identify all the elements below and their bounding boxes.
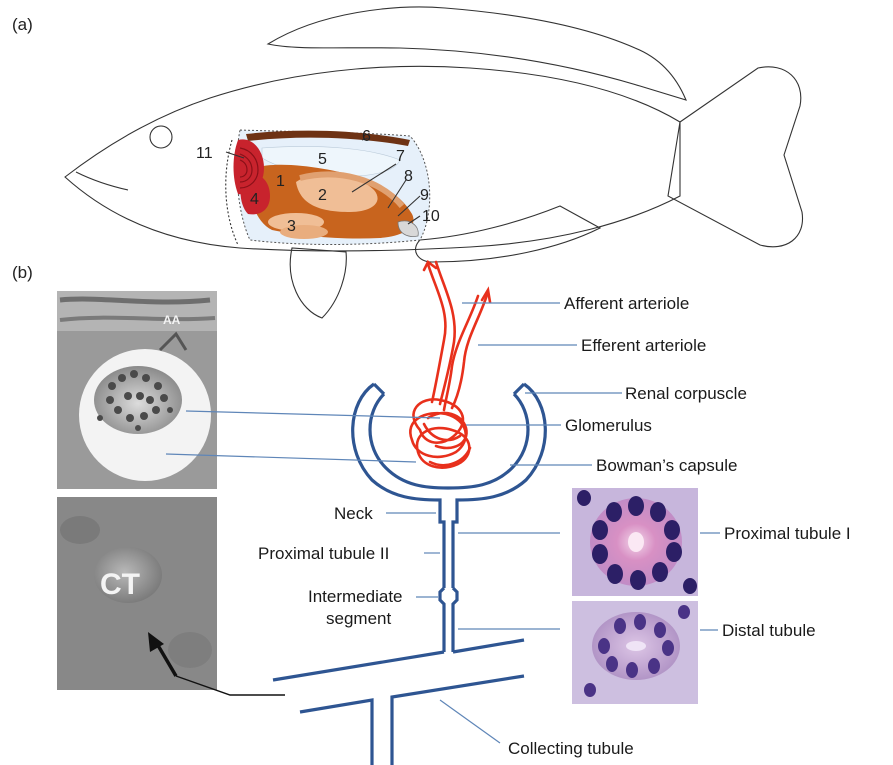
neck-left-wall [440, 512, 444, 588]
organ-number-11: 11 [196, 145, 213, 162]
arterioles-glomerulus [410, 262, 490, 468]
label-afferent-arteriole: Afferent arteriole [564, 294, 689, 313]
label-neck: Neck [334, 504, 373, 523]
label-collecting-tubule: Collecting tubule [508, 739, 634, 758]
capsule-rim-right [514, 384, 524, 394]
organ-number-4: 4 [250, 191, 259, 208]
label-proximal-tubule-i: Proximal tubule I [724, 524, 851, 543]
organ-number-1: 1 [276, 173, 285, 190]
collecting-duct-lower [300, 676, 524, 765]
organ-number-5: 5 [318, 151, 327, 168]
panel-label-a: (a) [12, 15, 33, 34]
nephron-schematic [273, 384, 545, 765]
leader-collecting [440, 700, 500, 743]
label-bowmans-capsule: Bowman’s capsule [596, 456, 737, 475]
neck-right-wall [453, 512, 457, 588]
pelvic-fin [290, 248, 346, 318]
label-intermediate-line2: segment [326, 609, 391, 628]
organ-number-7: 7 [396, 148, 405, 165]
micrograph-proximal-tubule-i [572, 488, 698, 596]
label-intermediate-line1: Intermediate [308, 587, 403, 606]
label-distal-tubule: Distal tubule [722, 621, 816, 640]
label-glomerulus: Glomerulus [565, 416, 652, 435]
micrograph-collecting-tubule: CT [57, 497, 217, 690]
glomerulus-capillary-tuft [410, 399, 470, 467]
collecting-duct-upper [273, 640, 524, 680]
organ-number-8: 8 [404, 168, 413, 185]
dorsal-fin [268, 7, 686, 100]
fish-illustration: 1 2 3 4 5 6 7 8 9 10 11 [65, 7, 803, 318]
micrograph-label-ct: CT [100, 568, 140, 601]
leader-micro-glom [186, 411, 440, 418]
micrograph-distal-tubule [572, 601, 698, 704]
efferent-arteriole-2 [444, 296, 478, 410]
fish-mouth [76, 172, 128, 190]
intermediate-right-wall [453, 588, 457, 652]
organ-number-9: 9 [420, 187, 429, 204]
structure-labels: Afferent arteriole Efferent arteriole Re… [258, 294, 851, 758]
organ-number-6: 6 [362, 128, 371, 145]
label-renal-corpuscle: Renal corpuscle [625, 384, 747, 403]
fish-eye [150, 126, 172, 148]
panel-label-b: (b) [12, 263, 33, 282]
organ-number-3: 3 [287, 218, 296, 235]
caudal-fin [668, 67, 803, 247]
micrograph-glomerulus: AA [57, 291, 217, 489]
micrograph-label-aa: AA [163, 313, 181, 327]
capsule-rim-left [374, 384, 384, 394]
label-proximal-tubule-ii: Proximal tubule II [258, 544, 389, 563]
organ-number-2: 2 [318, 187, 327, 204]
organ-number-10: 10 [422, 208, 440, 225]
label-efferent-arteriole: Efferent arteriole [581, 336, 706, 355]
intermediate-left-wall [440, 588, 444, 652]
